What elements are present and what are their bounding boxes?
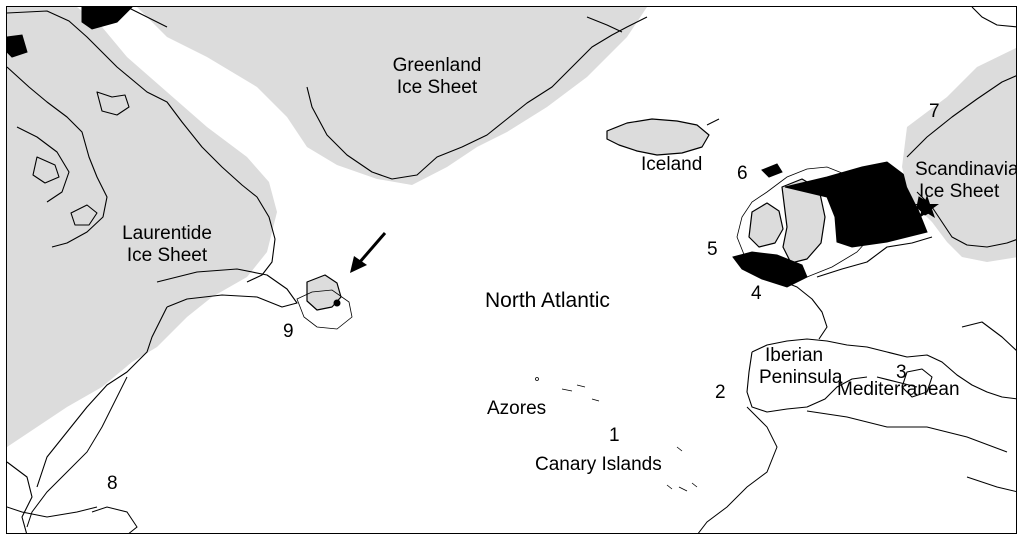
- greenland-label-line2: Ice Sheet: [396, 77, 478, 98]
- mediterranean-label: Mediterranean: [837, 379, 960, 400]
- canary-islands-label: Canary Islands: [535, 454, 662, 475]
- site-number-1: 1: [609, 425, 620, 446]
- british-isles: [732, 161, 928, 288]
- scandinavian-label-line2: Ice Sheet: [919, 181, 1000, 202]
- gulf-coast: [7, 376, 138, 533]
- iberian-label-line2: Peninsula: [759, 367, 843, 388]
- laurentide-ice-sheet: [7, 7, 298, 533]
- site-number-6: 6: [737, 163, 748, 184]
- site-number-5: 5: [707, 239, 718, 260]
- map-frame: Greenland Ice Sheet Laurentide Ice Sheet…: [6, 6, 1017, 534]
- star-icon: [915, 195, 939, 218]
- laurentide-label: Laurentide Ice Sheet: [122, 223, 212, 267]
- iceland: [606, 118, 720, 156]
- atlantic-islands: [535, 377, 698, 492]
- iceland-label: Iceland: [641, 154, 703, 175]
- site-number-8: 8: [107, 473, 118, 494]
- europe-coast: [697, 236, 1016, 533]
- scandinavian-label-line1: Scandinavian: [915, 159, 1016, 180]
- site-number-4: 4: [751, 283, 762, 304]
- site-number-7: 7: [929, 101, 940, 122]
- ice-patch-left: [7, 34, 28, 58]
- iberian-label-line1: Iberian: [765, 345, 824, 366]
- site-number-2: 2: [715, 382, 726, 403]
- laurentide-label-line1: Laurentide: [122, 223, 212, 244]
- site-number-9: 9: [283, 321, 294, 342]
- azores-label: Azores: [487, 398, 547, 419]
- laurentide-label-line2: Ice Sheet: [126, 245, 208, 266]
- greenland-ice-sheet: [126, 7, 648, 185]
- arrow-icon: [350, 232, 387, 273]
- site-number-3: 3: [896, 362, 907, 383]
- greenland-label-line1: Greenland: [392, 55, 482, 76]
- scandinavian-label: Scandinavian Ice Sheet: [915, 159, 1016, 203]
- north-atlantic-label: North Atlantic: [485, 289, 610, 312]
- greenland-label: Greenland Ice Sheet: [393, 55, 482, 99]
- ice-patch: [81, 7, 133, 30]
- iberian-label: Iberian Peninsula: [759, 345, 842, 389]
- north-atlantic-map: [7, 7, 1016, 533]
- newfoundland: [296, 274, 353, 330]
